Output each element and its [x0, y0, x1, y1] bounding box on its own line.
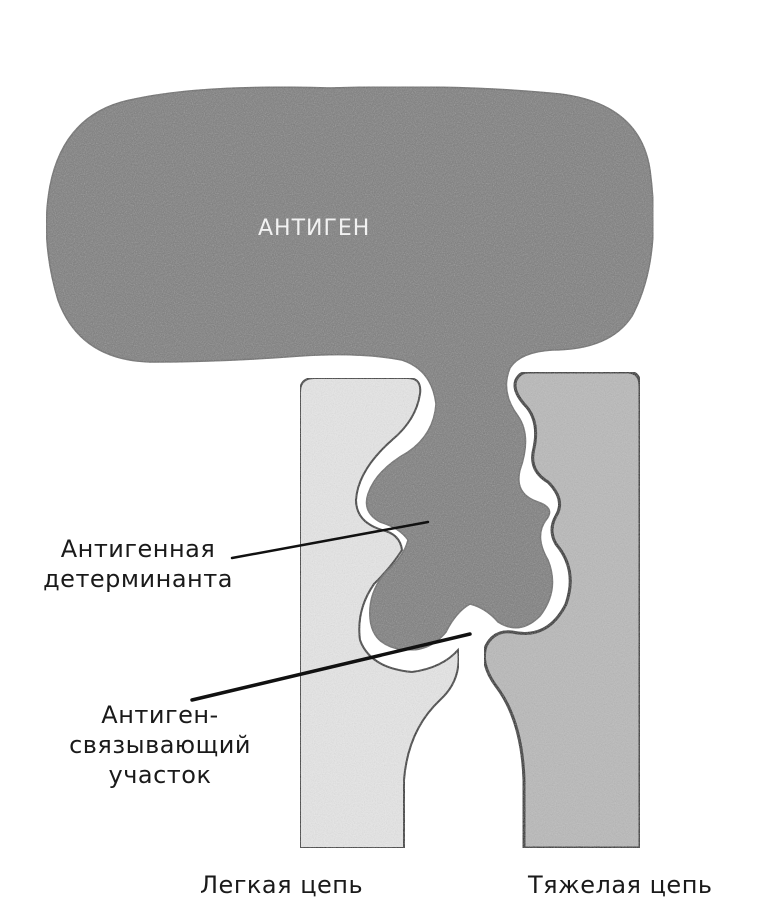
determinant-label-line-2: детерминанта	[43, 564, 233, 594]
determinant-label-line-1: Антигенная	[61, 534, 216, 564]
antigen-binding-site-label: Антиген- связывающий участок	[50, 700, 270, 790]
binding-site-label-line-2: связывающий	[69, 730, 251, 760]
antigenic-determinant-label: Антигенная детерминанта	[18, 534, 258, 594]
binding-site-label-line-3: участок	[109, 760, 212, 790]
light-chain-label: Легкая цепь	[200, 873, 363, 897]
heavy-chain-label: Тяжелая цепь	[528, 873, 713, 897]
binding-site-label-line-1: Антиген-	[101, 700, 218, 730]
antigen-label: АНТИГЕН	[258, 218, 370, 240]
